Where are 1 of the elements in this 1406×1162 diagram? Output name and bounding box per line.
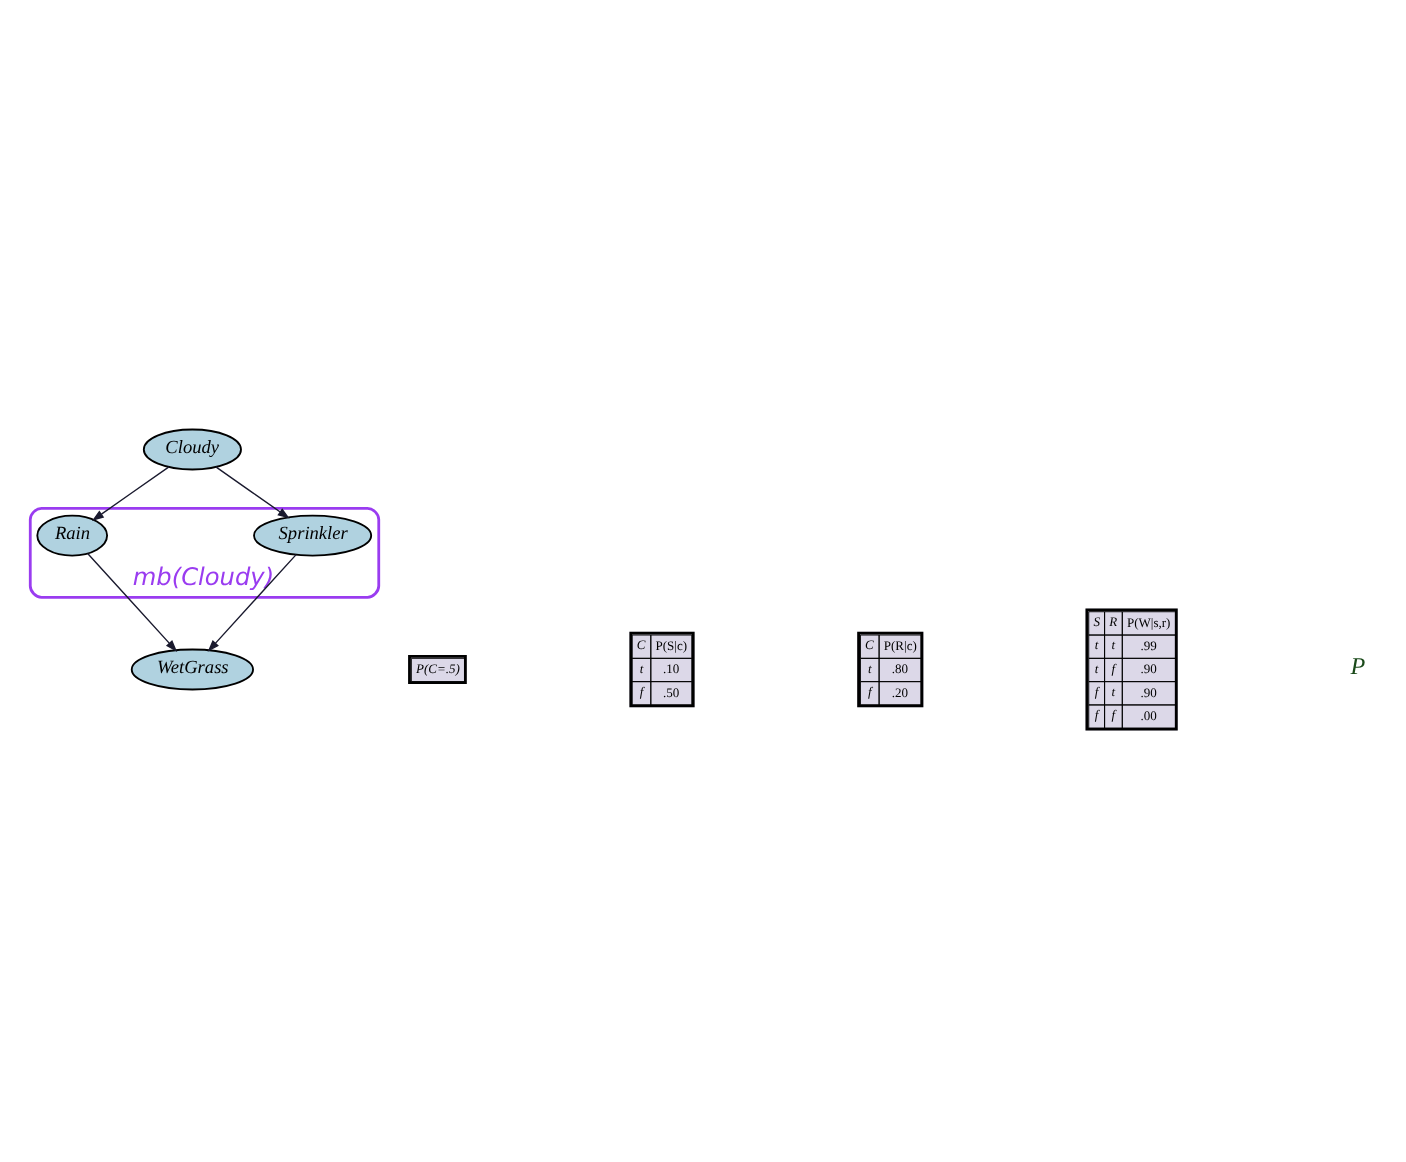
label: P	[1350, 651, 1366, 680]
